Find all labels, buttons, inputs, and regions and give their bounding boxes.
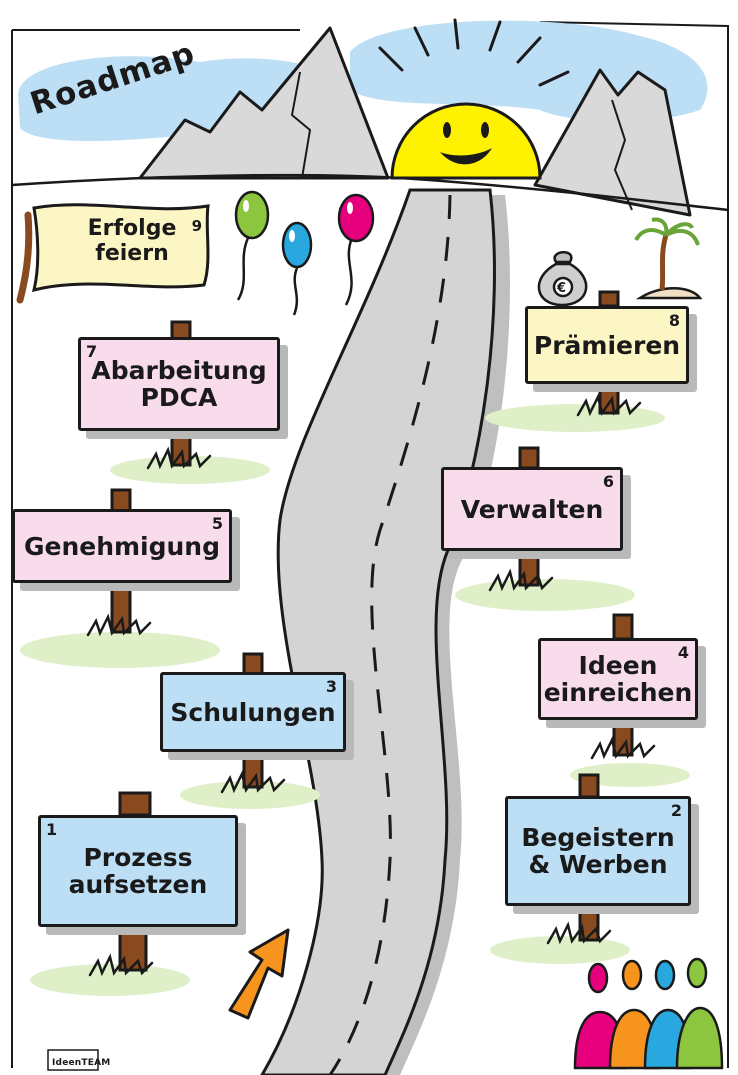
banner-number: 9: [191, 217, 202, 235]
banner-line: feiern: [95, 241, 169, 266]
step-number: 5: [211, 514, 223, 533]
banner-label: 9 Erfolge feiern: [58, 216, 206, 266]
grass-tufts: [86, 393, 656, 977]
balloon-icon: [234, 190, 375, 316]
sun-icon: [378, 18, 570, 180]
step-label-line: Verwalten: [460, 494, 604, 524]
mountain-icon: [138, 26, 692, 217]
step-label-line: einreichen: [543, 678, 693, 707]
step-number: 8: [668, 311, 680, 330]
arrow-icon: [228, 928, 290, 1020]
sign-posts: [110, 290, 634, 972]
money-bag-icon: €: [537, 251, 588, 307]
banner-flag: [16, 203, 210, 304]
sign-step-3: 3 Schulungen: [160, 672, 346, 752]
sign-step-7: 7 Abarbeitung PDCA: [78, 337, 280, 431]
banner-line: Erfolge: [87, 216, 177, 241]
grass-icon: [20, 404, 690, 996]
logo-icon: [47, 1049, 99, 1071]
sign-step-8: 8 Prämieren: [525, 306, 689, 384]
sign-step-2: 2 Begeistern & Werben: [505, 796, 691, 906]
step-number: 4: [677, 643, 689, 662]
sign-step-4: 4 Ideen einreichen: [538, 638, 698, 720]
step-number: 3: [325, 677, 337, 696]
sign-step-5: 5 Genehmigung: [12, 509, 232, 583]
step-label-line: Prämieren: [533, 330, 681, 360]
step-label-line: Prozess: [83, 843, 193, 872]
logo-label: IdeenTEAM: [52, 1058, 111, 1068]
step-label-line: & Werben: [528, 850, 668, 879]
step-number: 7: [86, 342, 98, 361]
palm-tree-icon: [634, 217, 703, 300]
road-icon: [260, 188, 511, 1075]
step-number: 1: [46, 820, 58, 839]
step-label-line: Ideen: [578, 651, 658, 680]
svg-text:€: €: [556, 281, 566, 296]
step-label-line: Begeistern: [521, 823, 675, 852]
sign-step-1: 1 Prozess aufsetzen: [38, 815, 238, 927]
step-number: 6: [602, 472, 614, 491]
step-number: 2: [670, 801, 682, 820]
step-label-line: aufsetzen: [68, 870, 208, 899]
step-label-line: PDCA: [140, 383, 218, 412]
step-label-line: Schulungen: [170, 697, 336, 727]
step-label-line: Abarbeitung: [91, 356, 267, 385]
sign-step-6: 6 Verwalten: [441, 467, 623, 551]
step-label-line: Genehmigung: [23, 531, 221, 561]
horizon-line: [11, 173, 729, 212]
people-icon: [573, 957, 724, 1070]
